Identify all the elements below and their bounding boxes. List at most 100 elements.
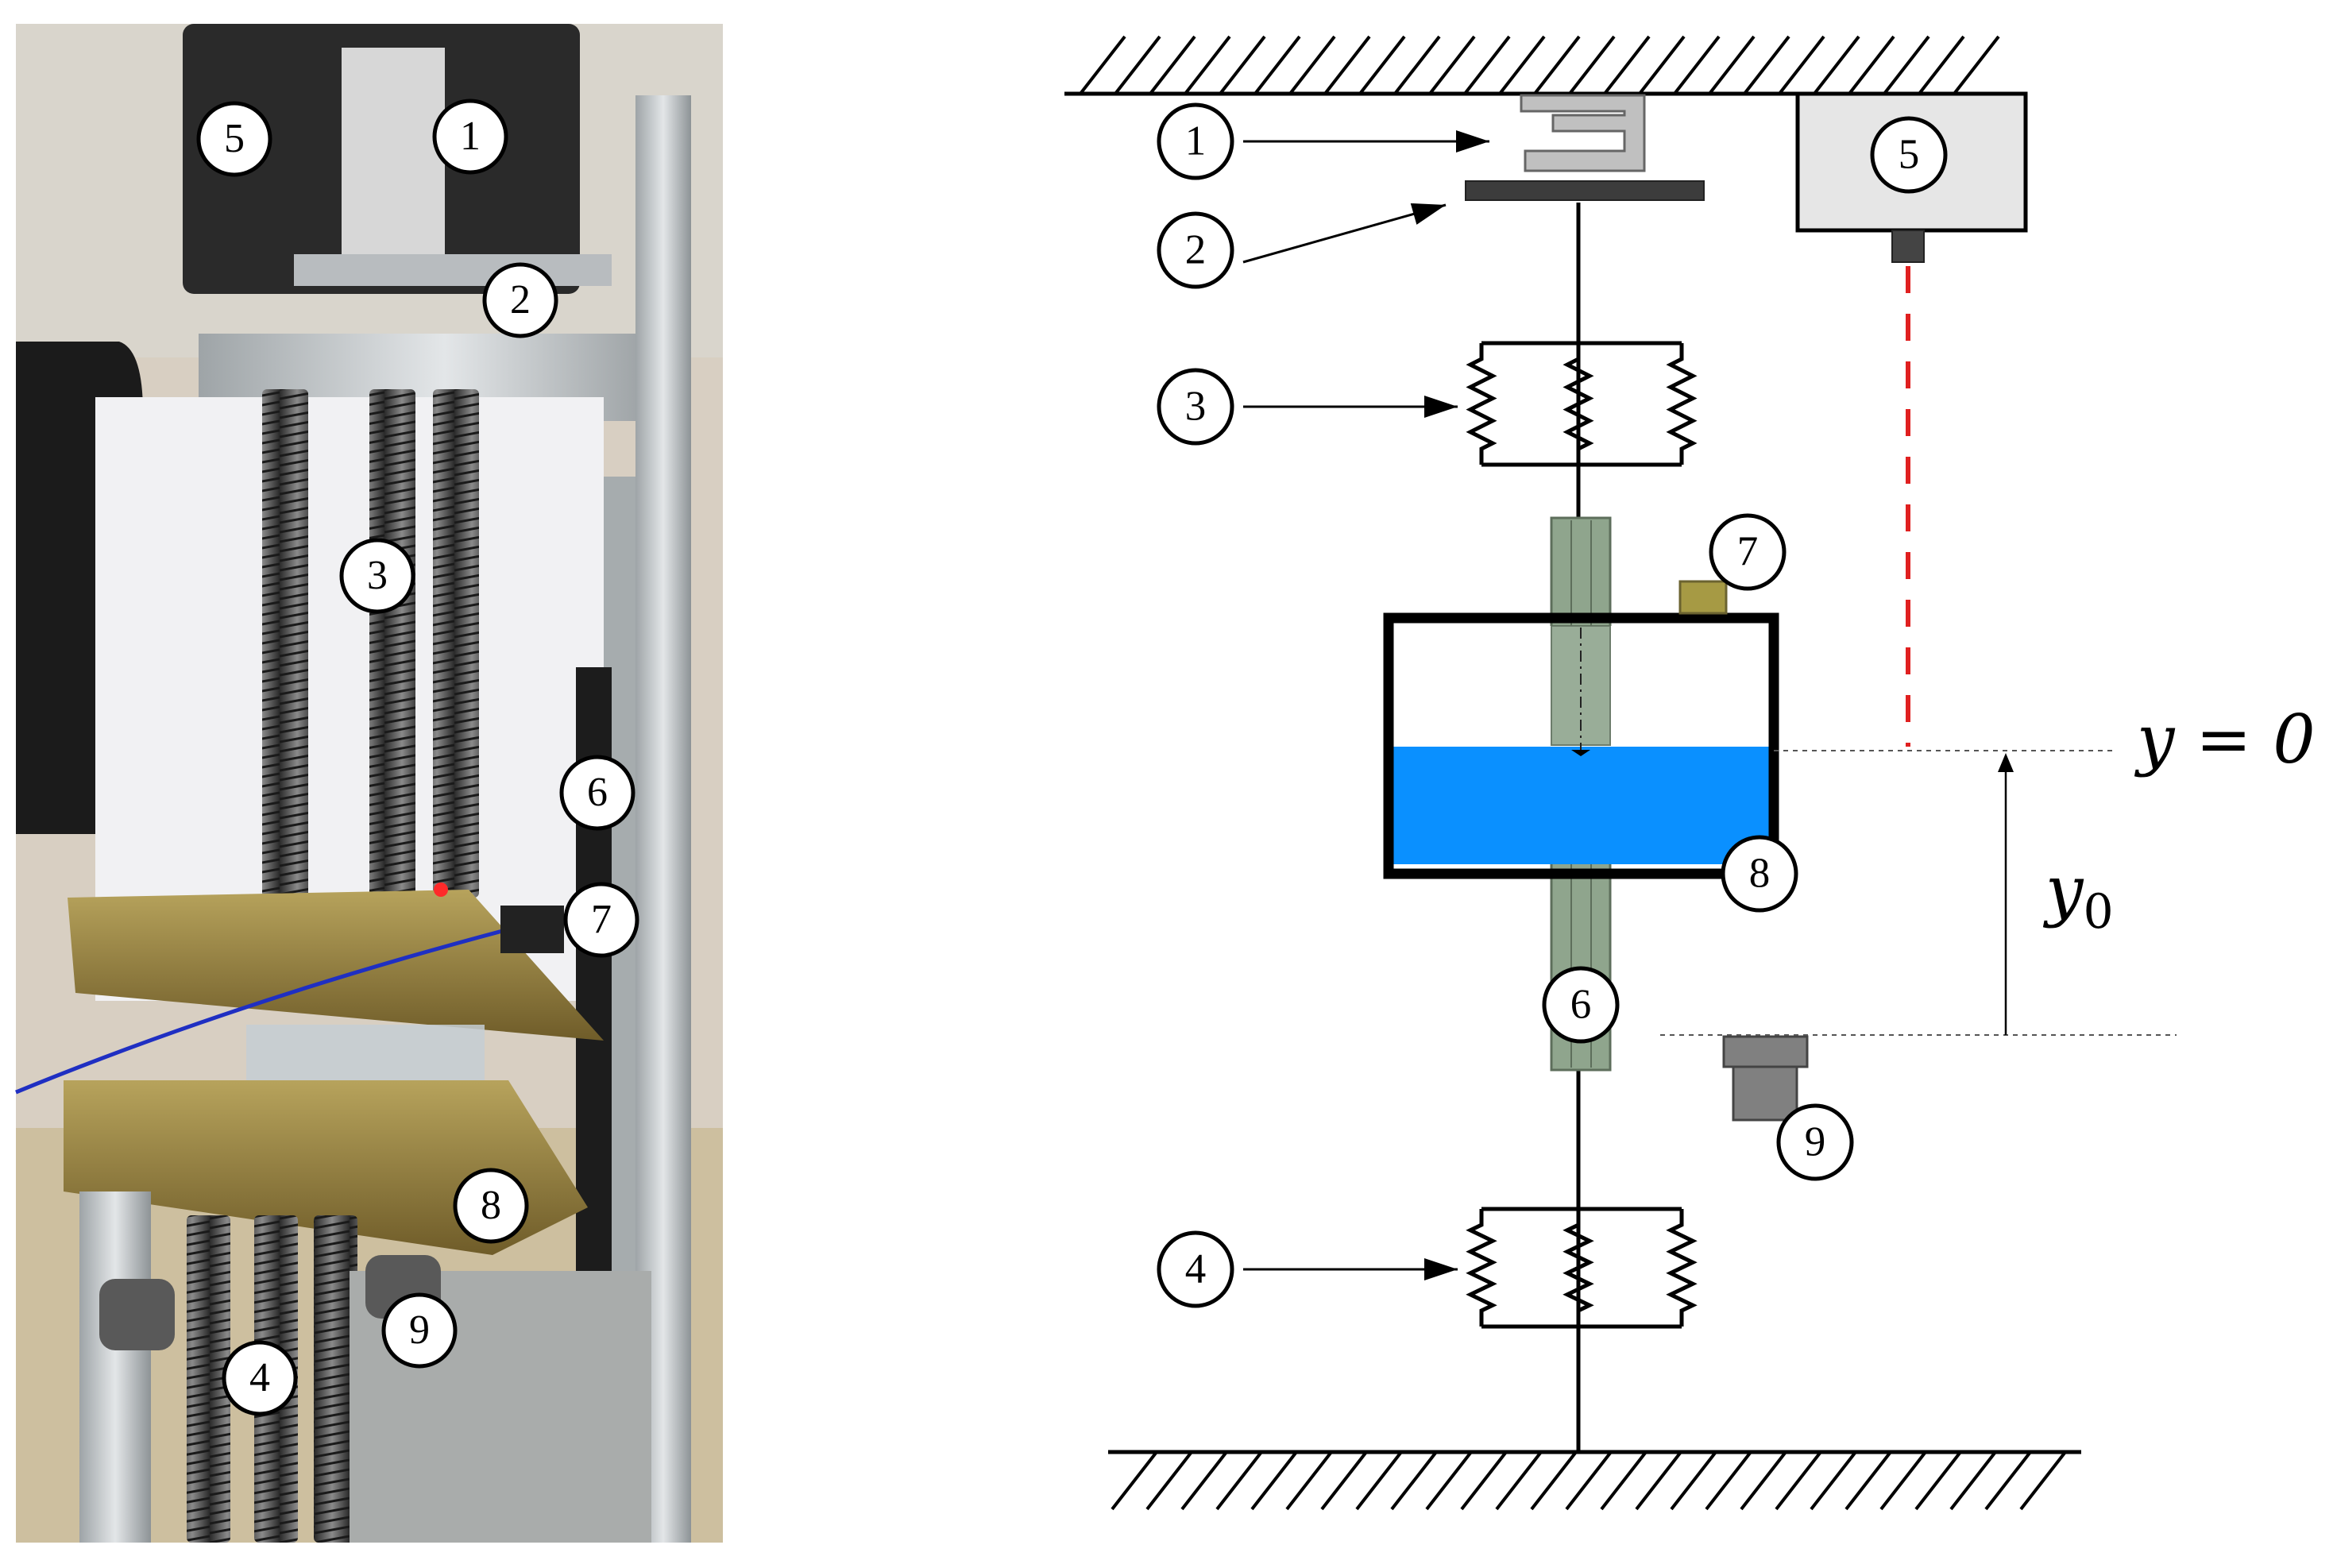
hatch-mark [1600, 1450, 1647, 1511]
label-circle [1157, 102, 1234, 180]
hatch-mark [1253, 35, 1301, 95]
hatch-mark [1250, 1450, 1298, 1511]
hatch-mark [1705, 1450, 1752, 1511]
hatch-mark [1914, 1450, 1962, 1511]
pointer-arrow-head [1410, 203, 1446, 225]
label-circle [1157, 211, 1234, 289]
pointer-arrows [1242, 130, 1489, 1280]
hatch-mark [1775, 1450, 1822, 1511]
equilibrium-label: y = 0 [2134, 701, 2316, 778]
hatch-mark [1810, 1450, 1857, 1511]
hatch-mark [1111, 1450, 1158, 1511]
force-sensor-clamp [1520, 94, 1646, 172]
label-number: 8 [481, 1183, 501, 1228]
hatch-mark [1530, 1450, 1578, 1511]
tank-water [1390, 747, 1772, 864]
hatch-mark [1463, 35, 1511, 95]
pointer-arrow-line [1242, 203, 1447, 264]
lower-spring-assembly [1466, 1207, 1698, 1329]
hatch-mark [1635, 1450, 1682, 1511]
hatch-mark [1460, 1450, 1508, 1511]
label-circle [1157, 1230, 1234, 1308]
label-circle [222, 1340, 298, 1416]
schematic-label-5: 5 [1870, 116, 1948, 194]
hatch-mark [1844, 1450, 1892, 1511]
label-number: 3 [367, 553, 388, 598]
label-number: 6 [587, 770, 608, 815]
label-circle [1776, 1103, 1854, 1181]
hatch-mark [1323, 35, 1371, 95]
label-number: 2 [510, 277, 531, 322]
schematic-label-9: 9 [1776, 1103, 1854, 1181]
label-number: 5 [1899, 132, 1920, 178]
hatch-mark [1393, 35, 1441, 95]
hatch-mark [1215, 1450, 1263, 1511]
label-number: 1 [460, 114, 481, 159]
hatch-mark [1428, 35, 1476, 95]
hatch-mark [1180, 1450, 1228, 1511]
hatch-mark [1498, 35, 1546, 95]
pointer-arrow-head [1424, 396, 1458, 418]
hatch-mark [1565, 1450, 1613, 1511]
hatch-mark [1184, 35, 1231, 95]
magnet-top [1722, 1035, 1809, 1068]
hatch-mark [1285, 1450, 1333, 1511]
hatch-mark [1949, 1450, 1997, 1511]
photo-label-3: 3 [339, 538, 415, 614]
offset-label-main: y [2042, 852, 2084, 929]
label-circle [196, 101, 272, 177]
hatch-mark [1879, 1450, 1927, 1511]
label-number: 5 [224, 116, 245, 161]
hatch-mark [1149, 35, 1196, 95]
label-circle [1542, 966, 1620, 1044]
hatch-mark [1673, 35, 1721, 95]
label-circle [559, 755, 635, 831]
hatch-mark [1670, 1450, 1717, 1511]
label-circle [563, 882, 639, 958]
hatch-mark [1495, 1450, 1543, 1511]
hatch-mark [1984, 1450, 2032, 1511]
photo-label-5: 5 [196, 101, 272, 177]
schematic-label-3: 3 [1157, 368, 1234, 446]
laser-sensor-head [1891, 230, 1925, 263]
schematic-label-7: 7 [1709, 513, 1787, 591]
hatch-mark [1145, 1450, 1193, 1511]
label-number: 4 [1185, 1246, 1207, 1292]
hatch-mark [1813, 35, 1860, 95]
photo-label-1: 1 [432, 98, 508, 175]
photo-panel [15, 24, 723, 1543]
photo-label-8: 8 [453, 1168, 529, 1244]
photo-label-6: 6 [559, 755, 635, 831]
hatch-mark [1918, 35, 1965, 95]
hatch-mark [1358, 35, 1406, 95]
hatch-mark [1079, 35, 1126, 95]
label-circle [482, 262, 558, 338]
label-number: 1 [1185, 118, 1207, 164]
hatch-mark [1953, 35, 2000, 95]
label-circle [432, 98, 508, 175]
pointer-arrow-head [1456, 130, 1489, 153]
label-number: 9 [1805, 1119, 1826, 1165]
photo-label-2: 2 [482, 262, 558, 338]
hatch-mark [1219, 35, 1266, 95]
schematic-label-6: 6 [1542, 966, 1620, 1044]
schematic-label-1: 1 [1157, 102, 1234, 180]
hatch-mark [1533, 35, 1581, 95]
schematic-panel [1064, 35, 2177, 1511]
hatch-mark [1288, 35, 1336, 95]
hatch-mark [1355, 1450, 1403, 1511]
photo-label-9: 9 [381, 1292, 458, 1369]
label-circle [453, 1168, 529, 1244]
offset-label-subscript: 0 [2083, 884, 2113, 940]
hatch-mark [1743, 35, 1790, 95]
label-number: 9 [409, 1307, 430, 1353]
pointer-arrow-head [1424, 1258, 1458, 1280]
label-circle [1157, 368, 1234, 446]
schematic-label-4: 4 [1157, 1230, 1234, 1308]
label-number: 8 [1749, 851, 1771, 897]
label-number: 7 [1737, 529, 1759, 575]
photo-label-7: 7 [563, 882, 639, 958]
label-circle [1870, 116, 1948, 194]
